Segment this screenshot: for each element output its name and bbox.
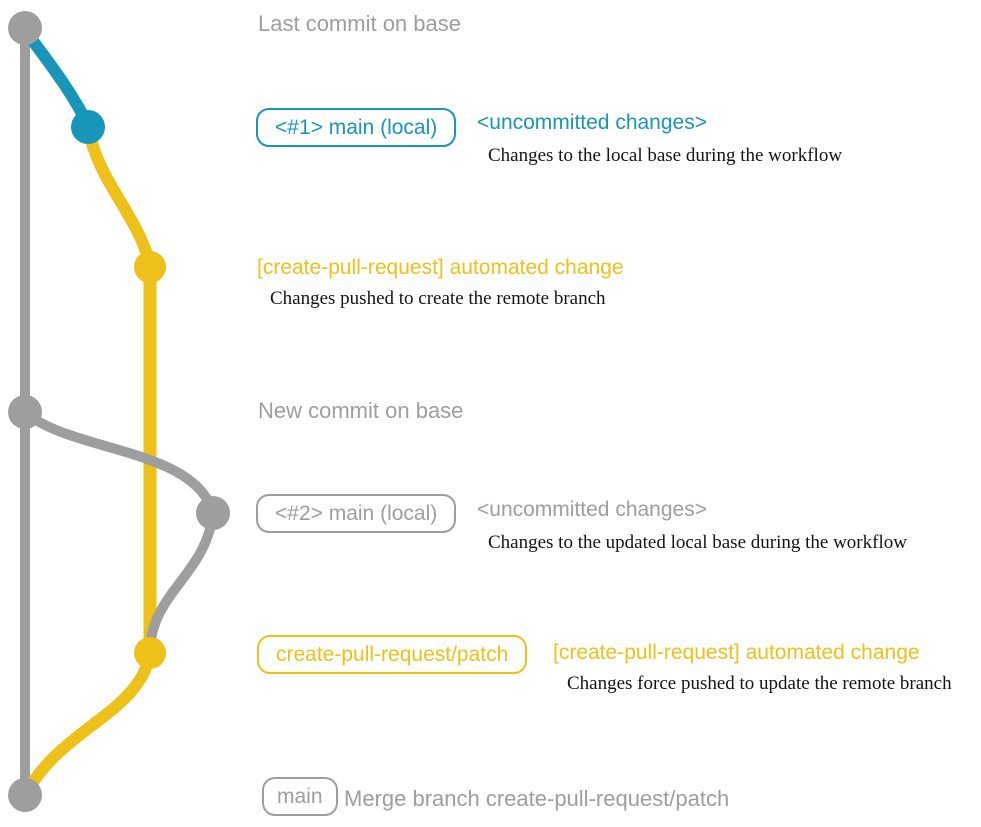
commit-node-automated-2 (134, 637, 166, 669)
description-local-base-changes: Changes to the local base during the wor… (488, 145, 843, 166)
caption-new-commit-on-base: New commit on base (258, 398, 464, 423)
commit-message-automated-2: [create-pull-request] automated change (553, 641, 920, 664)
base-to-local1-curve (20, 26, 94, 128)
local1-to-patch-curve (82, 125, 156, 266)
commit-graph (8, 11, 230, 812)
branch-badge-patch: create-pull-request/patch (257, 635, 528, 674)
commit-node-local-2 (196, 496, 230, 530)
commit-node-last-base (8, 11, 42, 45)
commit-node-merge (8, 778, 42, 812)
uncommitted-changes-label-1: <uncommitted changes> (477, 111, 707, 134)
patch-to-merge-curve (21, 651, 156, 795)
base-to-local2-curve (21, 408, 218, 515)
branch-badge-main: main (262, 777, 338, 816)
caption-last-commit-on-base: Last commit on base (258, 11, 461, 36)
branch-badge-main-local-2: <#2> main (local) (256, 494, 457, 533)
commit-message-automated-1: [create-pull-request] automated change (257, 256, 624, 279)
commit-node-automated-1 (134, 251, 166, 283)
description-force-push-update-branch: Changes force pushed to update the remot… (567, 673, 952, 694)
commit-node-local-1 (71, 110, 105, 144)
description-updated-local-base-changes: Changes to the updated local base during… (488, 532, 907, 553)
commit-node-new-base (8, 395, 42, 429)
description-push-create-branch: Changes pushed to create the remote bran… (270, 288, 606, 309)
local2-to-patch-curve (145, 512, 218, 651)
uncommitted-changes-label-2: <uncommitted changes> (477, 498, 707, 521)
commit-message-merge: Merge branch create-pull-request/patch (344, 786, 730, 811)
branch-badge-main-local-1: <#1> main (local) (256, 108, 457, 147)
